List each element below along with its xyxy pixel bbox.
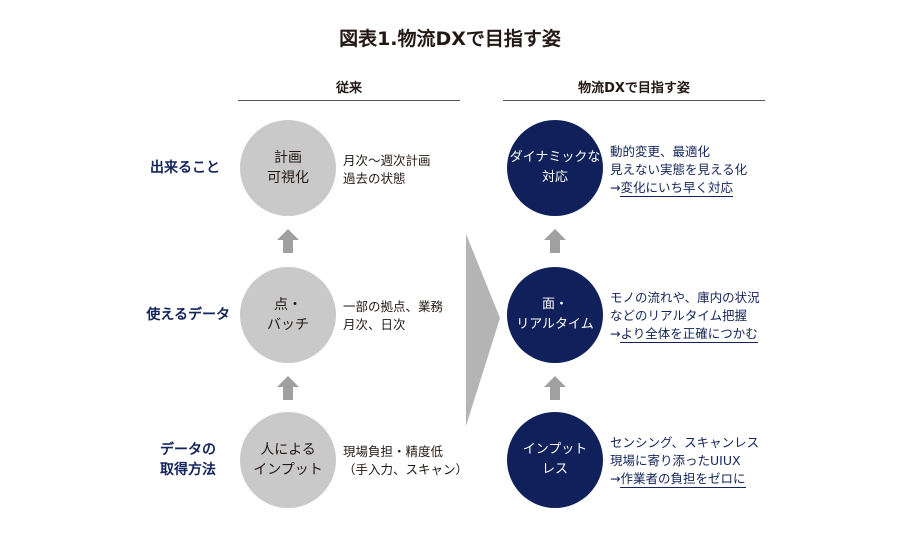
desc-line: センシング、スキャンレス: [610, 435, 760, 450]
row-label-data: 使えるデータ: [110, 305, 230, 325]
circle-text: レス: [541, 462, 568, 477]
row-label-line: 出来ること: [150, 160, 220, 176]
dx-circle-dynamic: ダイナミックな 対応: [507, 120, 603, 216]
circle-text: インプット: [522, 442, 588, 457]
column-header-dx: 物流DXで目指す姿: [578, 81, 690, 96]
current-circle-planning: 計画 可視化: [240, 120, 336, 216]
row-label-acquisition: データの 取得方法: [96, 440, 216, 480]
dx-desc-capability: 動的変更、最適化 見えない実態を見える化 →変化にいち早く対応: [610, 143, 747, 197]
desc-line: 一部の拠点、業務: [343, 299, 444, 314]
circle-text: ダイナミックな: [509, 150, 601, 165]
desc-line: 過去の状態: [343, 171, 406, 186]
dx-circle-inputless: インプット レス: [507, 412, 603, 508]
circle-text: 面・: [541, 297, 568, 312]
column-header-current: 従来: [335, 81, 362, 96]
circle-text: リアルタイム: [516, 317, 594, 332]
circle-text: バッチ: [267, 317, 309, 333]
circle-text: 対応: [541, 170, 568, 185]
desc-line: 月次、日次: [343, 317, 406, 332]
desc-line: 見えない実態を見える化: [610, 162, 748, 177]
figure-title: 図表1.物流DXで目指す姿: [339, 28, 561, 50]
right-arrow-icon: →: [610, 471, 621, 486]
current-desc-capability: 月次～週次計画 過去の状態: [343, 152, 431, 188]
dx-desc-acquisition: センシング、スキャンレス 現場に寄り添ったUIUX →作業者の負担をゼロに: [610, 434, 759, 488]
circle-text: 点・: [274, 297, 302, 313]
desc-line: 現場に寄り添ったUIUX: [610, 453, 741, 468]
circle-text: インプット: [253, 462, 323, 478]
divider: [503, 100, 765, 101]
up-arrow-icon: [277, 376, 299, 400]
up-arrow-icon: [544, 229, 566, 253]
desc-line: モノの流れや、庫内の状況: [610, 290, 760, 305]
dx-desc-data: モノの流れや、庫内の状況 などのリアルタイム把握 →より全体を正確につかむ: [610, 289, 760, 343]
row-label-line: データの: [160, 442, 216, 458]
dx-circle-realtime: 面・ リアルタイム: [507, 267, 603, 363]
circle-text: 可視化: [267, 170, 309, 186]
current-circle-manual-input: 人による インプット: [240, 412, 336, 508]
circle-text: 人による: [260, 442, 316, 458]
desc-line: などのリアルタイム把握: [610, 308, 748, 323]
current-circle-batch: 点・ バッチ: [240, 267, 336, 363]
right-arrow-icon: →: [610, 180, 621, 195]
current-desc-data: 一部の拠点、業務 月次、日次: [343, 298, 443, 334]
transition-chevron-icon: [466, 234, 500, 426]
up-arrow-icon: [544, 376, 566, 400]
row-label-capability: 出来ること: [100, 158, 220, 178]
desc-line: 動的変更、最適化: [610, 144, 711, 159]
highlight-text: より全体を正確につかむ: [620, 326, 758, 343]
right-arrow-icon: →: [610, 326, 621, 341]
desc-line: 現場負担・精度低: [343, 444, 444, 459]
current-desc-acquisition: 現場負担・精度低 （手入力、スキャン）: [343, 443, 468, 479]
divider: [238, 100, 460, 101]
row-label-line: 取得方法: [160, 462, 216, 478]
row-label-line: 使えるデータ: [146, 307, 230, 323]
circle-text: 計画: [274, 150, 302, 166]
desc-line: 月次～週次計画: [343, 153, 431, 168]
up-arrow-icon: [277, 229, 299, 253]
desc-line: （手入力、スキャン）: [343, 462, 469, 477]
highlight-text: 作業者の負担をゼロに: [620, 471, 746, 488]
highlight-text: 変化にいち早く対応: [620, 180, 733, 197]
